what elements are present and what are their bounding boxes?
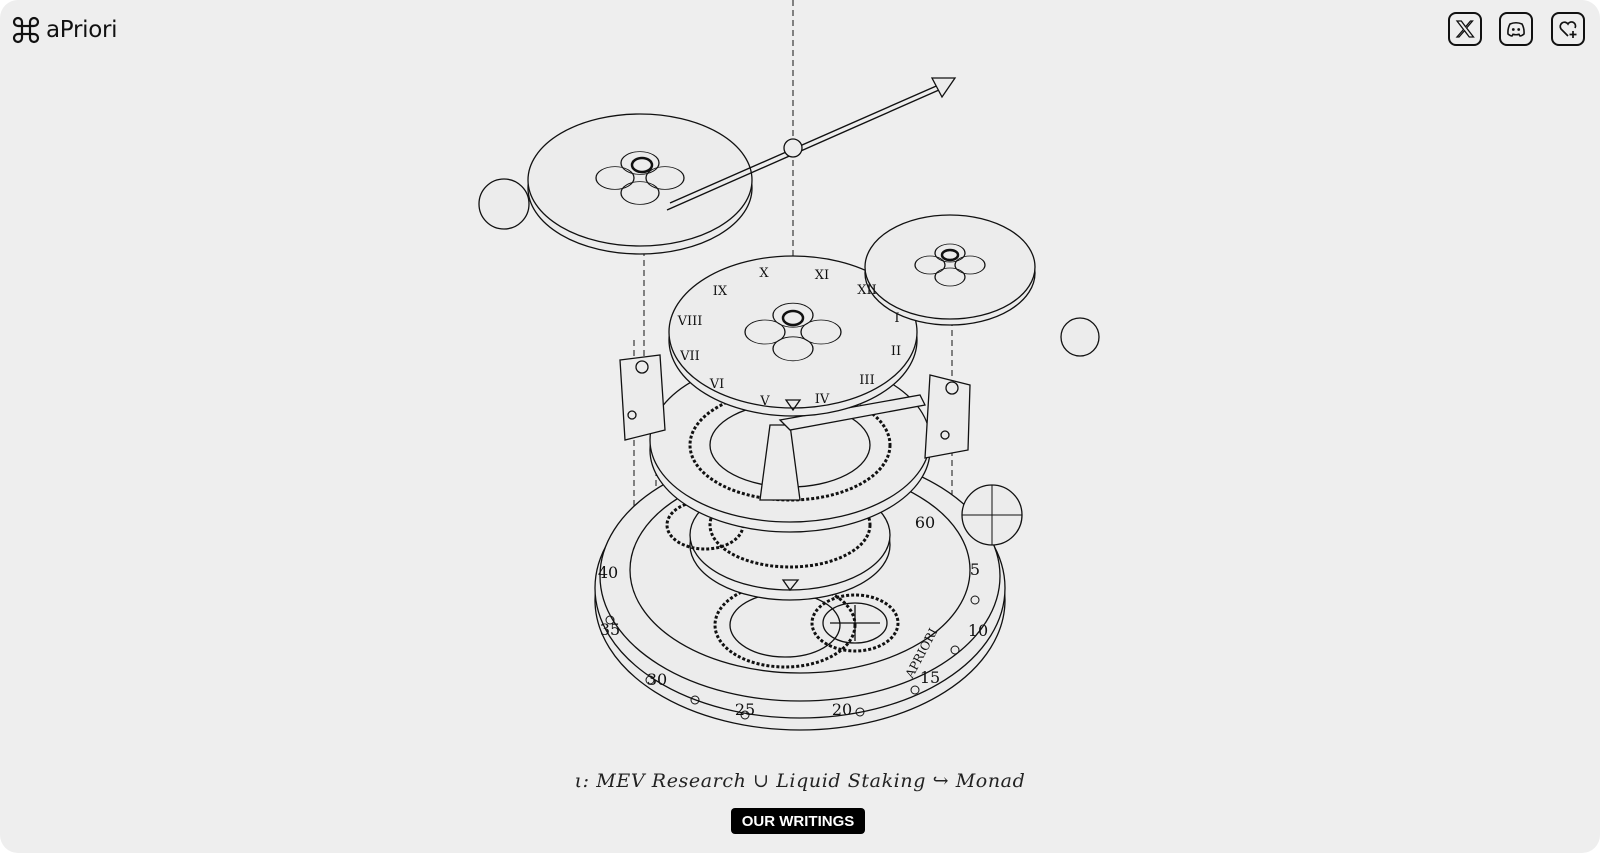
dial-numeral-xii: XII: [857, 283, 877, 298]
dial-numeral-viii: VIII: [677, 314, 703, 329]
our-writings-button[interactable]: OUR WRITINGS: [731, 808, 865, 834]
dial-numeral-ii: II: [891, 344, 901, 359]
dial-numeral-iii: III: [859, 373, 874, 388]
tagline: ι: MEV Research ∪ Liquid Staking ↪ Monad: [574, 770, 1026, 792]
dial-numeral-v: V: [759, 394, 770, 409]
dial-numeral-x: X: [759, 266, 769, 281]
dial-numeral-ix: IX: [713, 284, 728, 299]
minute-numeral-30: 30: [647, 670, 667, 689]
minute-numeral-15: 15: [920, 668, 940, 687]
brand-name: aPriori: [46, 17, 118, 43]
minute-numeral-20: 20: [832, 700, 852, 719]
minute-numeral-25: 25: [735, 700, 755, 719]
dial-numeral-iv: IV: [815, 392, 830, 407]
x-twitter-icon: [1455, 20, 1475, 38]
discord-icon: [1507, 21, 1525, 37]
clover-icon: [12, 16, 40, 44]
discord-button[interactable]: [1499, 12, 1533, 46]
minute-numeral-40: 40: [598, 563, 618, 582]
dial-numeral-vi: VI: [709, 377, 725, 392]
minute-numeral-35: 35: [600, 620, 620, 639]
dial-numeral-xi: XI: [815, 268, 829, 283]
minute-numeral-5: 5: [970, 560, 980, 579]
x-twitter-button[interactable]: [1448, 12, 1482, 46]
brand-logo[interactable]: aPriori: [12, 16, 118, 44]
favorite-button[interactable]: [1551, 12, 1585, 46]
watch-exploded-illustration: X XI XII I II III IV V VI VII VIII IX 5 …: [478, 0, 1100, 731]
minute-numeral-60: 60: [915, 513, 935, 532]
heart-plus-icon: [1559, 21, 1577, 38]
minute-numeral-10: 10: [968, 621, 988, 640]
dial-numeral-i: I: [894, 311, 899, 326]
dial-numeral-vii: VII: [679, 349, 700, 364]
